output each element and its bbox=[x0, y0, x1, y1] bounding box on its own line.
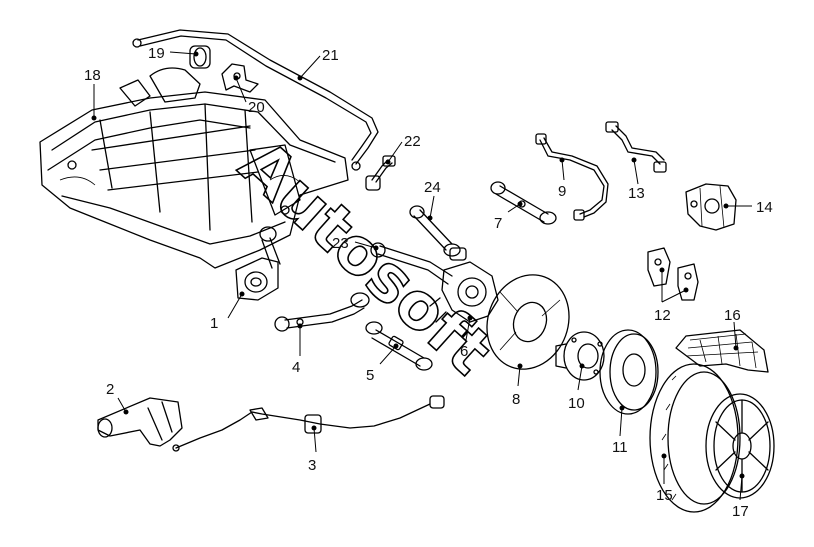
part-3-abs-sensor-cable[interactable] bbox=[172, 395, 445, 452]
part-19-bushing[interactable] bbox=[189, 45, 211, 69]
callout-9: 9 bbox=[558, 183, 566, 200]
callout-5: 5 bbox=[366, 367, 374, 384]
part-10-wheel-hub[interactable] bbox=[555, 331, 605, 381]
leader-lines bbox=[93, 51, 752, 501]
part-22-stabilizer-link[interactable] bbox=[365, 155, 396, 191]
callout-22: 22 bbox=[404, 133, 421, 150]
part-12-brake-pads[interactable] bbox=[647, 247, 699, 301]
part-14-brake-caliper[interactable] bbox=[685, 183, 737, 231]
callout-17: 17 bbox=[732, 503, 749, 520]
part-15-tyre[interactable] bbox=[649, 363, 741, 513]
part-16-tyre-tread[interactable] bbox=[675, 329, 769, 373]
callout-16: 16 bbox=[724, 307, 741, 324]
callout-1: 1 bbox=[210, 315, 218, 332]
callout-19: 19 bbox=[148, 45, 165, 62]
callout-2: 2 bbox=[106, 381, 114, 398]
part-8-backing-plate[interactable] bbox=[474, 263, 582, 381]
callout-labels: 1 2 3 4 5 6 7 8 9 10 11 12 13 14 15 16 1… bbox=[84, 45, 773, 520]
callout-10: 10 bbox=[568, 395, 585, 412]
callout-7: 7 bbox=[494, 215, 502, 232]
callout-4: 4 bbox=[292, 359, 300, 376]
callout-24: 24 bbox=[424, 179, 441, 196]
part-2-mounting-bracket[interactable] bbox=[97, 397, 183, 447]
callout-18: 18 bbox=[84, 67, 101, 84]
callout-15: 15 bbox=[656, 487, 673, 504]
part-5-lateral-link[interactable] bbox=[365, 321, 433, 371]
callout-21: 21 bbox=[322, 47, 339, 64]
part-24-upper-link[interactable] bbox=[409, 205, 461, 257]
leader-dots bbox=[91, 51, 745, 479]
part-4-control-arm[interactable] bbox=[274, 292, 370, 332]
part-7-link[interactable] bbox=[490, 181, 557, 225]
callout-20: 20 bbox=[248, 99, 265, 116]
callout-11: 11 bbox=[612, 439, 628, 456]
part-21-stabilizer-bar[interactable] bbox=[132, 29, 379, 171]
callout-6: 6 bbox=[460, 343, 468, 360]
callout-8: 8 bbox=[512, 391, 520, 408]
part-18-subframe[interactable] bbox=[39, 67, 349, 269]
callout-3: 3 bbox=[308, 457, 316, 474]
callout-23: 23 bbox=[332, 235, 349, 252]
part-1-bracket[interactable] bbox=[235, 226, 281, 301]
callout-12: 12 bbox=[654, 307, 671, 324]
part-11-brake-disc[interactable] bbox=[599, 329, 659, 415]
part-9-brake-hose[interactable] bbox=[535, 133, 609, 221]
callout-14: 14 bbox=[756, 199, 773, 216]
part-13-brake-line[interactable] bbox=[605, 121, 667, 173]
callout-13: 13 bbox=[628, 185, 645, 202]
part-23-trailing-link[interactable] bbox=[370, 242, 453, 285]
